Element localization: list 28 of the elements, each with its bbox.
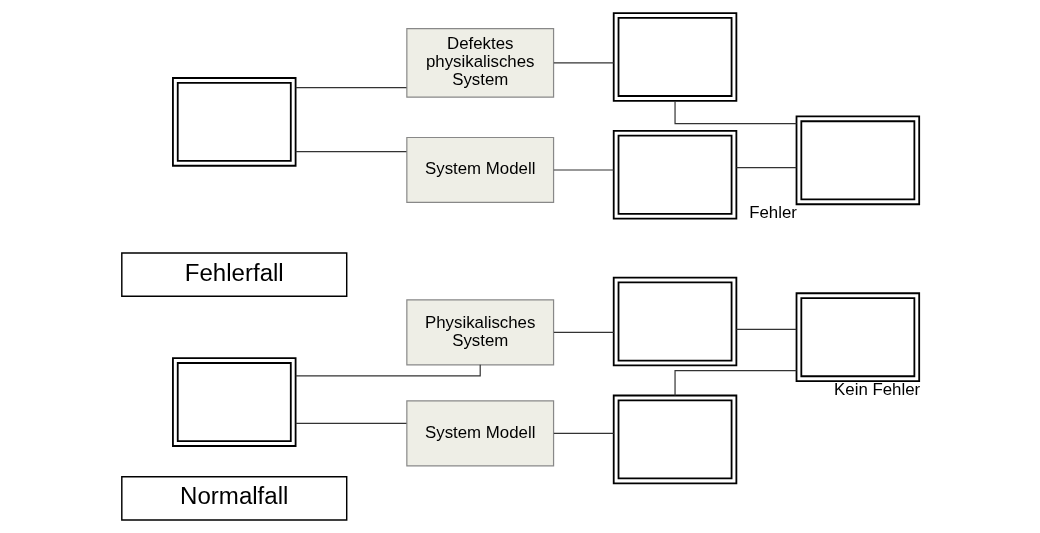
connector (294, 151, 407, 153)
connector (552, 331, 614, 333)
node-picture (795, 115, 920, 206)
node-picture (171, 77, 296, 167)
connector (735, 328, 797, 330)
node-box: Defektes physikalisches System (405, 28, 554, 98)
node-picture (612, 12, 737, 102)
connector (735, 167, 797, 169)
node-box: Physikalisches System (405, 299, 554, 366)
node-label: Fehler (748, 202, 797, 222)
connector (673, 370, 797, 397)
connector (294, 87, 407, 89)
connector (552, 432, 614, 434)
connector (294, 364, 481, 377)
connector (294, 422, 407, 425)
node-box: System Modell (405, 136, 554, 204)
connector (673, 100, 797, 125)
node-picture (171, 357, 296, 447)
node-box: Fehlerfall (120, 252, 347, 297)
node-picture (612, 394, 737, 485)
connector (552, 62, 614, 64)
node-box: System Modell (405, 400, 554, 467)
connector (552, 169, 614, 171)
node-picture (795, 292, 920, 382)
node-picture (612, 276, 737, 367)
node-label: Kein Fehler (833, 379, 920, 399)
node-picture (612, 130, 737, 220)
node-box: Normalfall (120, 475, 347, 521)
